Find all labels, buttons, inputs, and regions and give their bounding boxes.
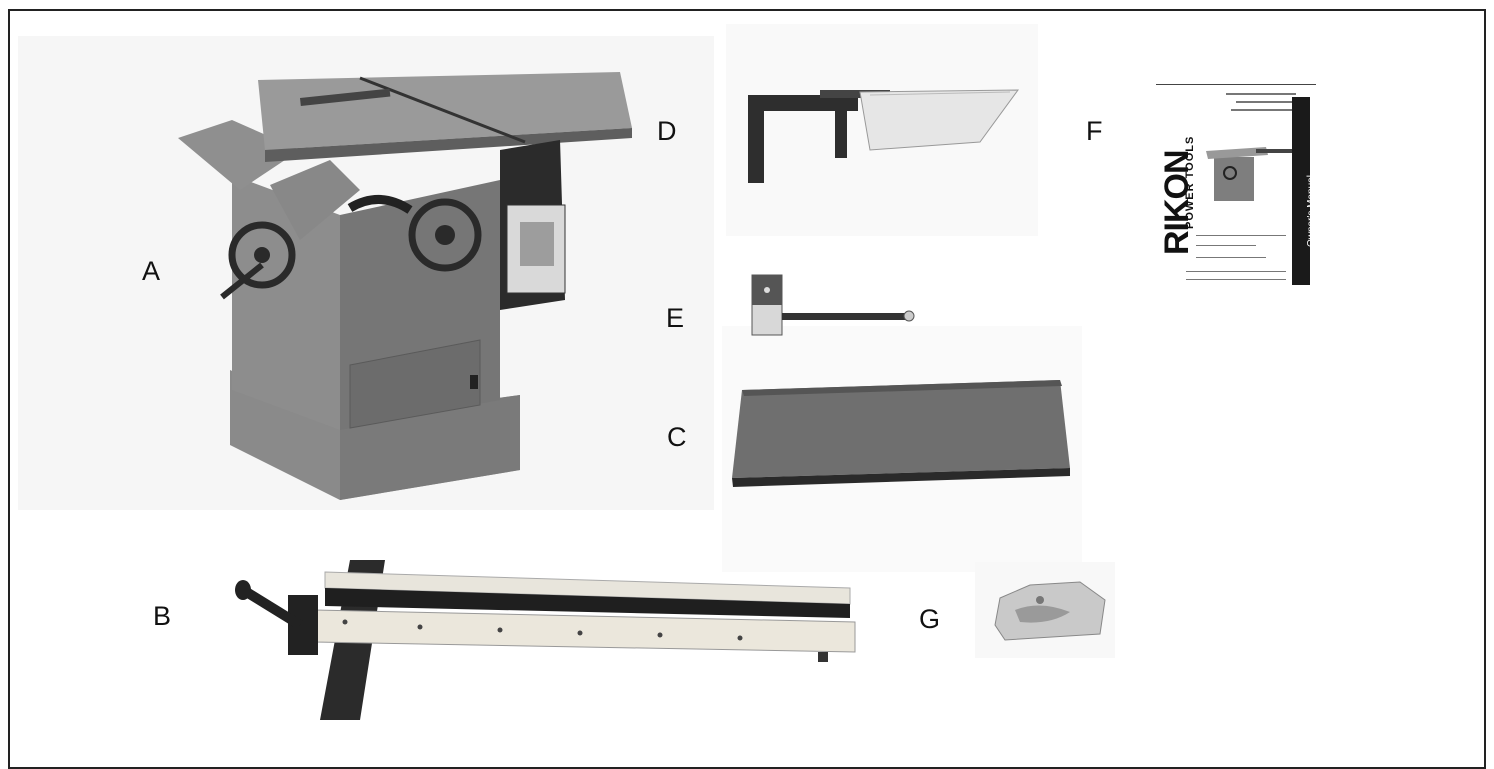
manual-text-line xyxy=(1196,245,1256,246)
manual-text-line xyxy=(1236,101,1296,103)
manual-cover-saw-picture xyxy=(1206,147,1296,201)
owners-manual-image: RIKON POWER TOOLS Owner's Manual xyxy=(1156,84,1316,289)
blade-guard-image xyxy=(748,89,1019,183)
label-a: A xyxy=(142,256,161,286)
manual-text-line xyxy=(1186,271,1286,272)
manual-side-band: Owner's Manual xyxy=(1292,97,1316,285)
label-b: B xyxy=(153,601,172,631)
miter-gauge-image xyxy=(751,274,915,336)
table-saw-image xyxy=(178,72,632,500)
manual-text-line xyxy=(1231,109,1296,111)
rip-fence-image xyxy=(235,560,856,720)
label-e: E xyxy=(666,303,685,333)
manual-text-line xyxy=(1196,235,1286,236)
manual-side-title: Owner's Manual xyxy=(1306,175,1316,247)
label-c: C xyxy=(667,422,687,452)
manual-text-line xyxy=(1196,257,1266,258)
manual-text-line xyxy=(1186,279,1286,280)
label-g: G xyxy=(919,604,941,634)
hardware-bag-image xyxy=(994,581,1106,641)
label-d: D xyxy=(657,116,677,146)
extension-table-image xyxy=(732,380,1070,487)
manual-text-line xyxy=(1226,93,1296,95)
label-f: F xyxy=(1086,116,1103,146)
